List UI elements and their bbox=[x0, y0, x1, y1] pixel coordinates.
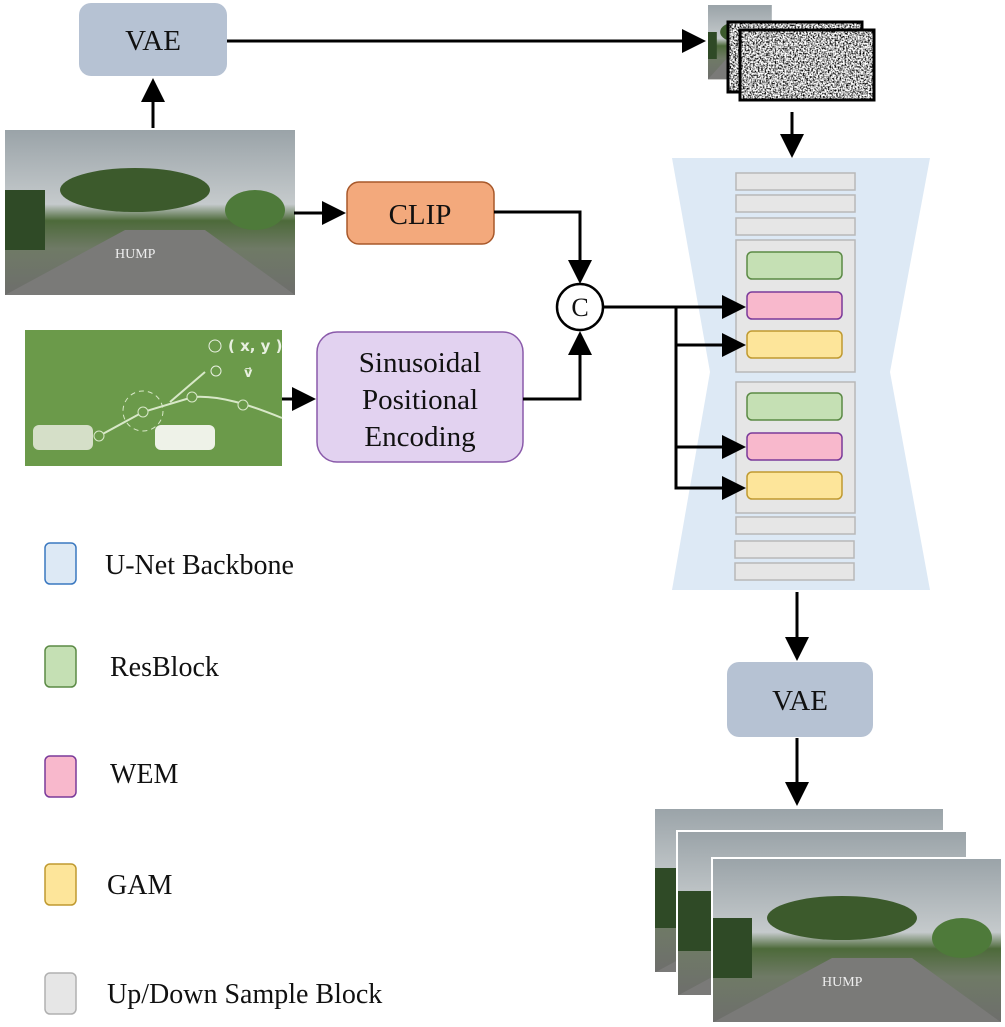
resblock-2 bbox=[746, 392, 843, 421]
legend: U-Net Backbone ResBlock WEM GAM Up/Down … bbox=[44, 542, 382, 1015]
gam-1 bbox=[746, 330, 843, 359]
gam-2 bbox=[746, 471, 843, 500]
concat-label: C bbox=[571, 293, 588, 322]
legend-label: GAM bbox=[107, 870, 172, 901]
clip-encoder: CLIP bbox=[346, 181, 495, 245]
velocity-label: v⃗ bbox=[244, 366, 253, 381]
clip-label: CLIP bbox=[389, 199, 452, 231]
pos-enc-line-3: Encoding bbox=[364, 421, 475, 453]
legend-item-wem: WEM bbox=[44, 755, 179, 798]
vae-decoder: VAE bbox=[727, 662, 873, 737]
wem-1 bbox=[746, 291, 843, 320]
legend-label: WEM bbox=[110, 759, 179, 790]
sinusoidal-positional-encoding: Sinusoidal Positional Encoding bbox=[316, 331, 524, 463]
pos-enc-line-2: Positional bbox=[362, 384, 478, 416]
car-icon bbox=[155, 425, 215, 450]
legend-item-resblock: ResBlock bbox=[44, 645, 219, 688]
sample-block bbox=[735, 194, 856, 213]
output-frames bbox=[653, 807, 1003, 1024]
sample-block bbox=[734, 540, 855, 559]
trajectory-image: ( x, y ) v⃗ bbox=[25, 330, 283, 466]
resblock-1 bbox=[746, 251, 843, 280]
wem-2 bbox=[746, 432, 843, 461]
legend-label: Up/Down Sample Block bbox=[107, 979, 382, 1010]
vae-encoder: VAE bbox=[79, 3, 227, 76]
pos-enc-line-1: Sinusoidal bbox=[359, 347, 481, 379]
car-icon bbox=[33, 425, 93, 450]
sample-block bbox=[735, 172, 856, 191]
legend-label: ResBlock bbox=[110, 652, 219, 683]
legend-item-sample-block: Up/Down Sample Block bbox=[44, 972, 382, 1015]
latent-noise-image bbox=[708, 5, 876, 102]
input-frame-image bbox=[5, 130, 295, 295]
legend-item-gam: GAM bbox=[44, 863, 172, 906]
speedometer-icon bbox=[210, 365, 222, 377]
legend-label: U-Net Backbone bbox=[105, 550, 294, 581]
location-pin-icon bbox=[208, 339, 222, 353]
legend-item-unet: U-Net Backbone bbox=[44, 542, 294, 585]
sample-block bbox=[734, 562, 855, 581]
position-label: ( x, y ) bbox=[228, 337, 283, 355]
sample-block bbox=[735, 516, 856, 535]
concat-node: C bbox=[555, 282, 605, 332]
vae-bottom-label: VAE bbox=[772, 685, 828, 717]
arrows bbox=[141, 29, 809, 806]
sample-block bbox=[735, 217, 856, 236]
vae-top-label: VAE bbox=[125, 25, 181, 57]
unet-blocks bbox=[734, 172, 856, 581]
